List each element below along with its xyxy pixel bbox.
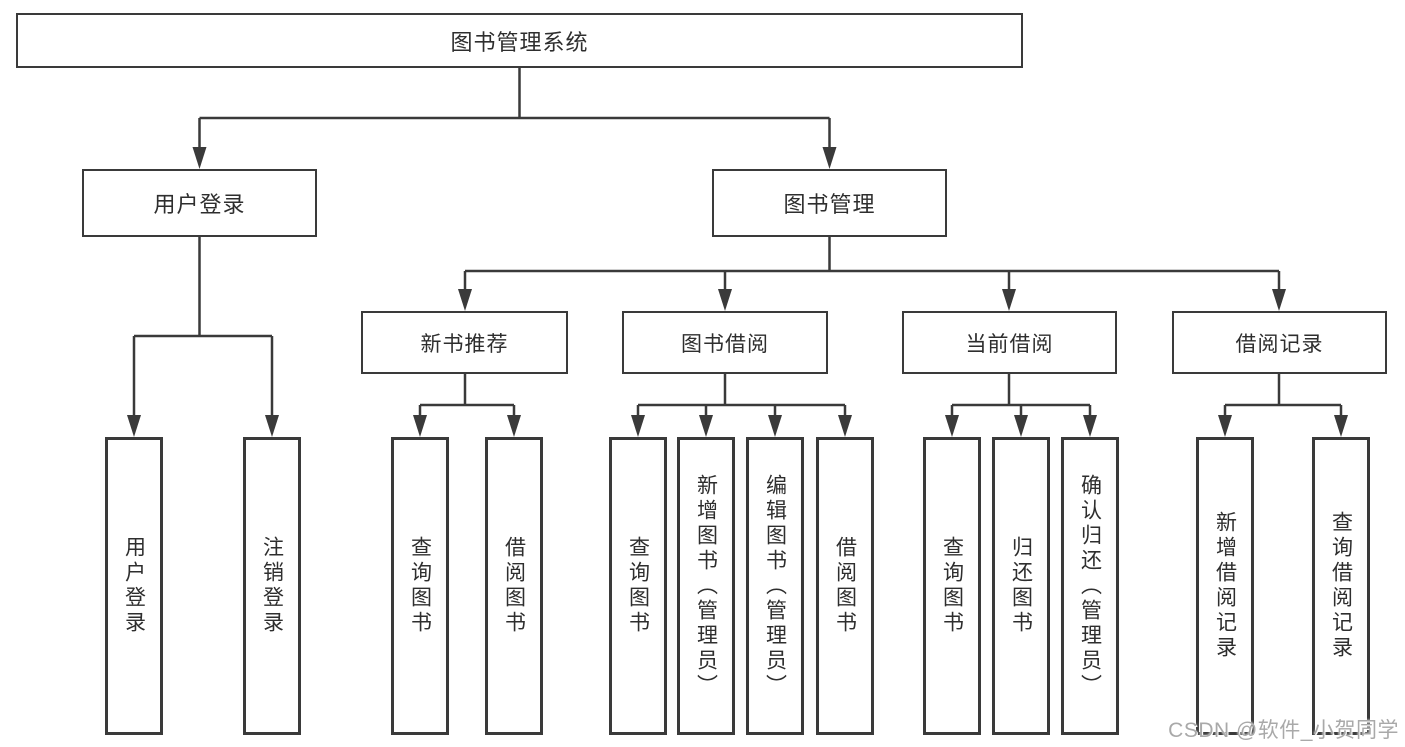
leaf-label: 注销登录 (260, 536, 284, 636)
leaf-label: 用户登录 (122, 536, 146, 636)
leaf-label: 新增图书（管理员） (694, 473, 718, 699)
node-book-borrowing: 图书借阅 (622, 311, 828, 374)
leaf-label: 查询图书 (940, 536, 964, 636)
leaf-label: 借阅图书 (502, 536, 526, 636)
leaf-add-books-admin: 新增图书（管理员） (677, 437, 735, 735)
node-library-management-system: 图书管理系统 (16, 13, 1023, 68)
leaf-label: 编辑图书（管理员） (763, 473, 787, 699)
node-book-management: 图书管理 (712, 169, 947, 237)
leaf-label: 查询借阅记录 (1329, 511, 1353, 661)
leaf-borrow-books: 借阅图书 (816, 437, 874, 735)
leaf-query-books: 查询图书 (609, 437, 667, 735)
leaf-label: 借阅图书 (833, 536, 857, 636)
leaf-confirm-return-admin: 确认归还（管理员） (1061, 437, 1119, 735)
node-current-borrowing: 当前借阅 (902, 311, 1117, 374)
watermark: CSDN @软件_小贺同学 (1168, 719, 1399, 742)
leaf-edit-books-admin: 编辑图书（管理员） (746, 437, 804, 735)
leaf-label: 确认归还（管理员） (1078, 473, 1102, 699)
arrowheads (127, 147, 1348, 437)
node-new-book-recommendation: 新书推荐 (361, 311, 568, 374)
leaf-label: 归还图书 (1009, 536, 1033, 636)
node-borrowing-records: 借阅记录 (1172, 311, 1387, 374)
leaf-user-login: 用户登录 (105, 437, 163, 735)
leaf-logout: 注销登录 (243, 437, 301, 735)
leaf-label: 查询图书 (626, 536, 650, 636)
leaf-query-books: 查询图书 (923, 437, 981, 735)
leaf-query-borrow-record: 查询借阅记录 (1312, 437, 1370, 735)
leaf-borrow-books: 借阅图书 (485, 437, 543, 735)
leaf-label: 新增借阅记录 (1213, 511, 1237, 661)
node-user-login: 用户登录 (82, 169, 317, 237)
leaf-add-borrow-record: 新增借阅记录 (1196, 437, 1254, 735)
leaf-label: 查询图书 (408, 536, 432, 636)
leaf-return-books: 归还图书 (992, 437, 1050, 735)
leaf-query-books: 查询图书 (391, 437, 449, 735)
